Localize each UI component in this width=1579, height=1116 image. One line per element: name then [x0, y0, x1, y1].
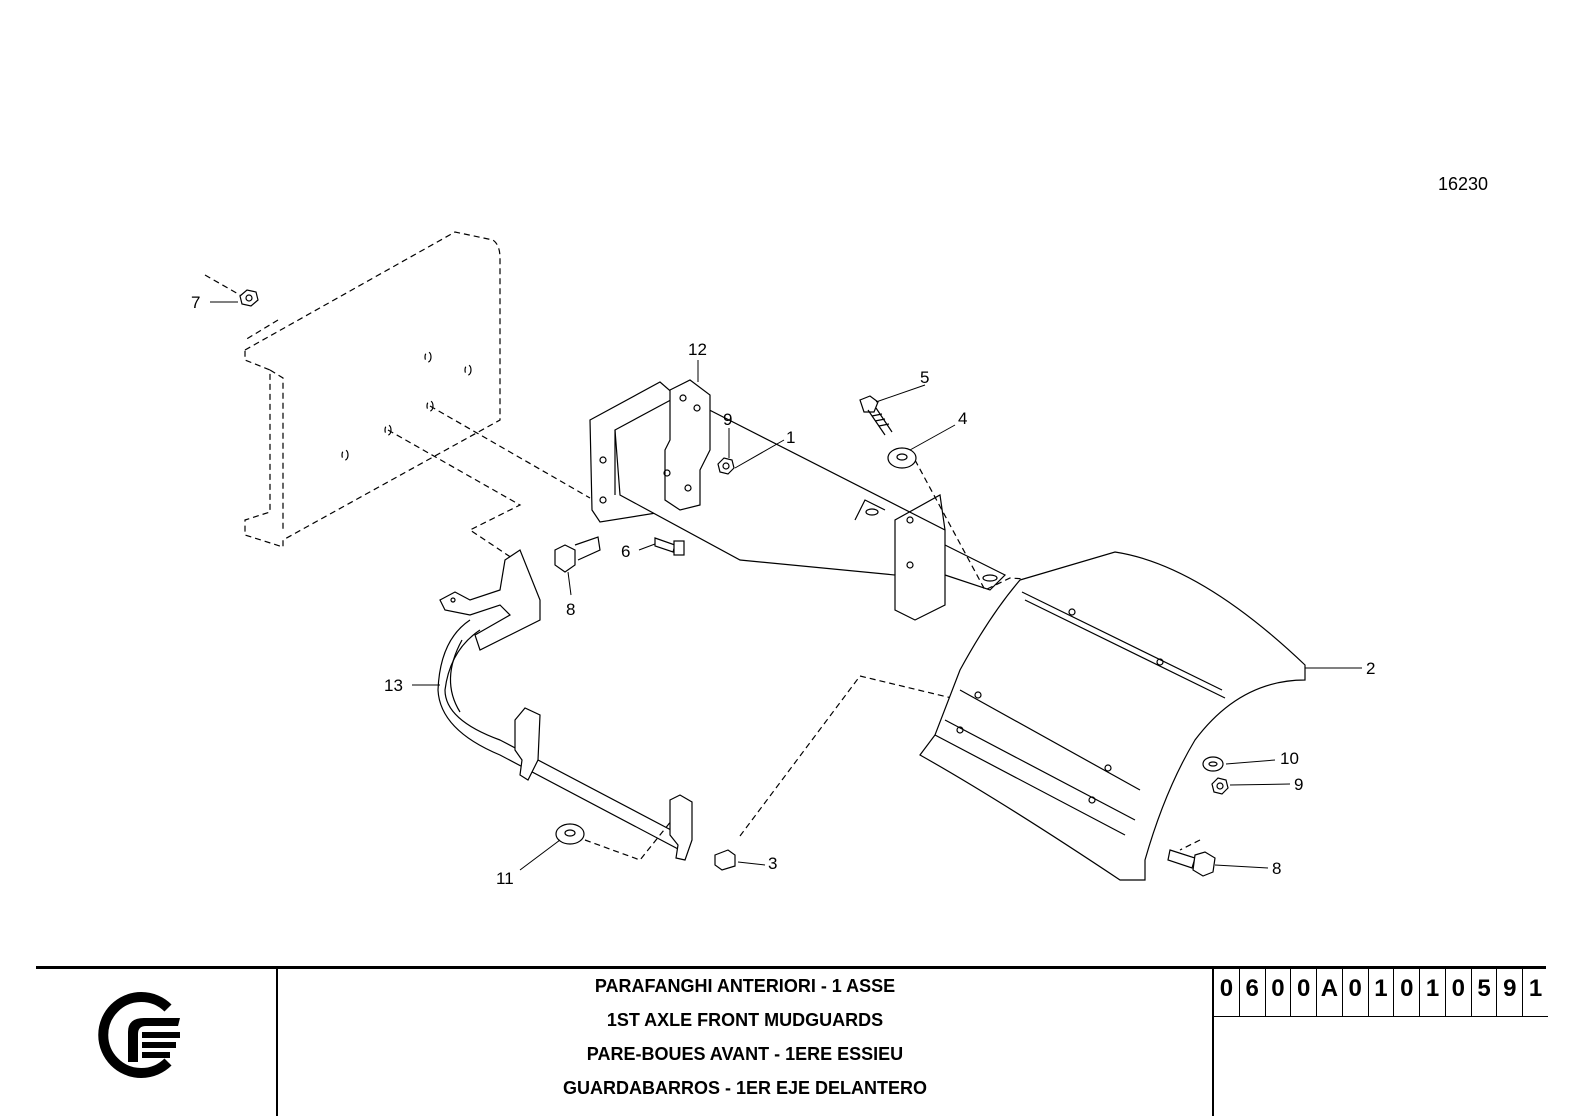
callout-10: 10	[1280, 749, 1299, 768]
part-code-char: 0	[1214, 966, 1240, 1016]
title-block-titles: PARAFANGHI ANTERIORI - 1 ASSE 1ST AXLE F…	[278, 966, 1212, 1105]
clamp-right	[669, 794, 693, 861]
mudguard-2	[919, 551, 1306, 881]
title-french: PARE-BOUES AVANT - 1ERE ESSIEU	[586, 1044, 904, 1064]
title-spanish: GUARDABARROS - 1ER EJE DELANTERO	[562, 1078, 928, 1098]
part-code: 0 6 0 0 A 0 1 0 1 0 5 9 1	[1214, 966, 1548, 1016]
title-english: 1ST AXLE FRONT MUDGUARDS	[606, 1010, 884, 1030]
title-block-divider-right	[1212, 966, 1214, 1116]
washer-11	[555, 823, 585, 845]
callout-7: 7	[191, 293, 200, 312]
clamp-left	[514, 707, 541, 781]
part-code-char: 6	[1240, 966, 1266, 1016]
callout-8-left: 8	[566, 600, 575, 619]
title-italian: PARAFANGHI ANTERIORI - 1 ASSE	[594, 976, 896, 996]
callout-3: 3	[768, 854, 777, 873]
nut-9-upper	[717, 457, 735, 475]
part-code-char: 5	[1472, 966, 1498, 1016]
callout-1: 1	[786, 428, 795, 447]
part-code-char: 9	[1497, 966, 1524, 1016]
callout-4: 4	[958, 409, 967, 428]
plate-12	[663, 379, 711, 511]
cap-3	[714, 849, 736, 871]
washer-4	[887, 447, 917, 469]
bolt-8-left	[554, 536, 601, 573]
nut-7	[239, 289, 259, 307]
part-code-char: 1	[1528, 975, 1543, 1002]
part-code-char: 0	[1394, 966, 1421, 1016]
nut-9-lower	[1211, 777, 1229, 795]
title-block-divider-left	[276, 966, 278, 1116]
part-code-underline	[1214, 1016, 1548, 1017]
part-code-char: 0	[1266, 966, 1292, 1016]
callout-8-right: 8	[1272, 859, 1281, 878]
part-code-char: 1	[1369, 966, 1395, 1016]
drawing-reference-number: 16230	[1438, 174, 1489, 194]
callout-2: 2	[1366, 659, 1375, 678]
leader-lines	[210, 301, 1362, 871]
callout-6: 6	[621, 542, 630, 561]
bolt-6	[654, 537, 685, 556]
company-logo-icon	[98, 992, 180, 1078]
callout-11: 11	[496, 869, 514, 888]
callout-9-lower: 9	[1294, 775, 1303, 794]
part-code-char: A	[1317, 966, 1343, 1016]
part-code-char: 1	[1420, 966, 1446, 1016]
bracket-assembly-1	[589, 381, 1007, 621]
bolt-8-right	[1167, 849, 1216, 877]
callout-5: 5	[920, 368, 929, 387]
support-bar-13	[437, 549, 692, 851]
part-code-char: 0	[1343, 966, 1369, 1016]
bolt-5	[859, 395, 893, 436]
washer-10	[1202, 756, 1224, 772]
exploded-parts-diagram: 7 12 9 1 5 4 6 8 2 13 10 9 8 3 11	[191, 231, 1375, 888]
callout-12: 12	[688, 340, 707, 359]
part-code-char: 0	[1446, 966, 1472, 1016]
callout-13: 13	[384, 676, 403, 695]
callout-9-upper: 9	[723, 410, 732, 429]
part-code-char: 0	[1291, 966, 1318, 1016]
title-block-top-rule	[36, 966, 1546, 969]
